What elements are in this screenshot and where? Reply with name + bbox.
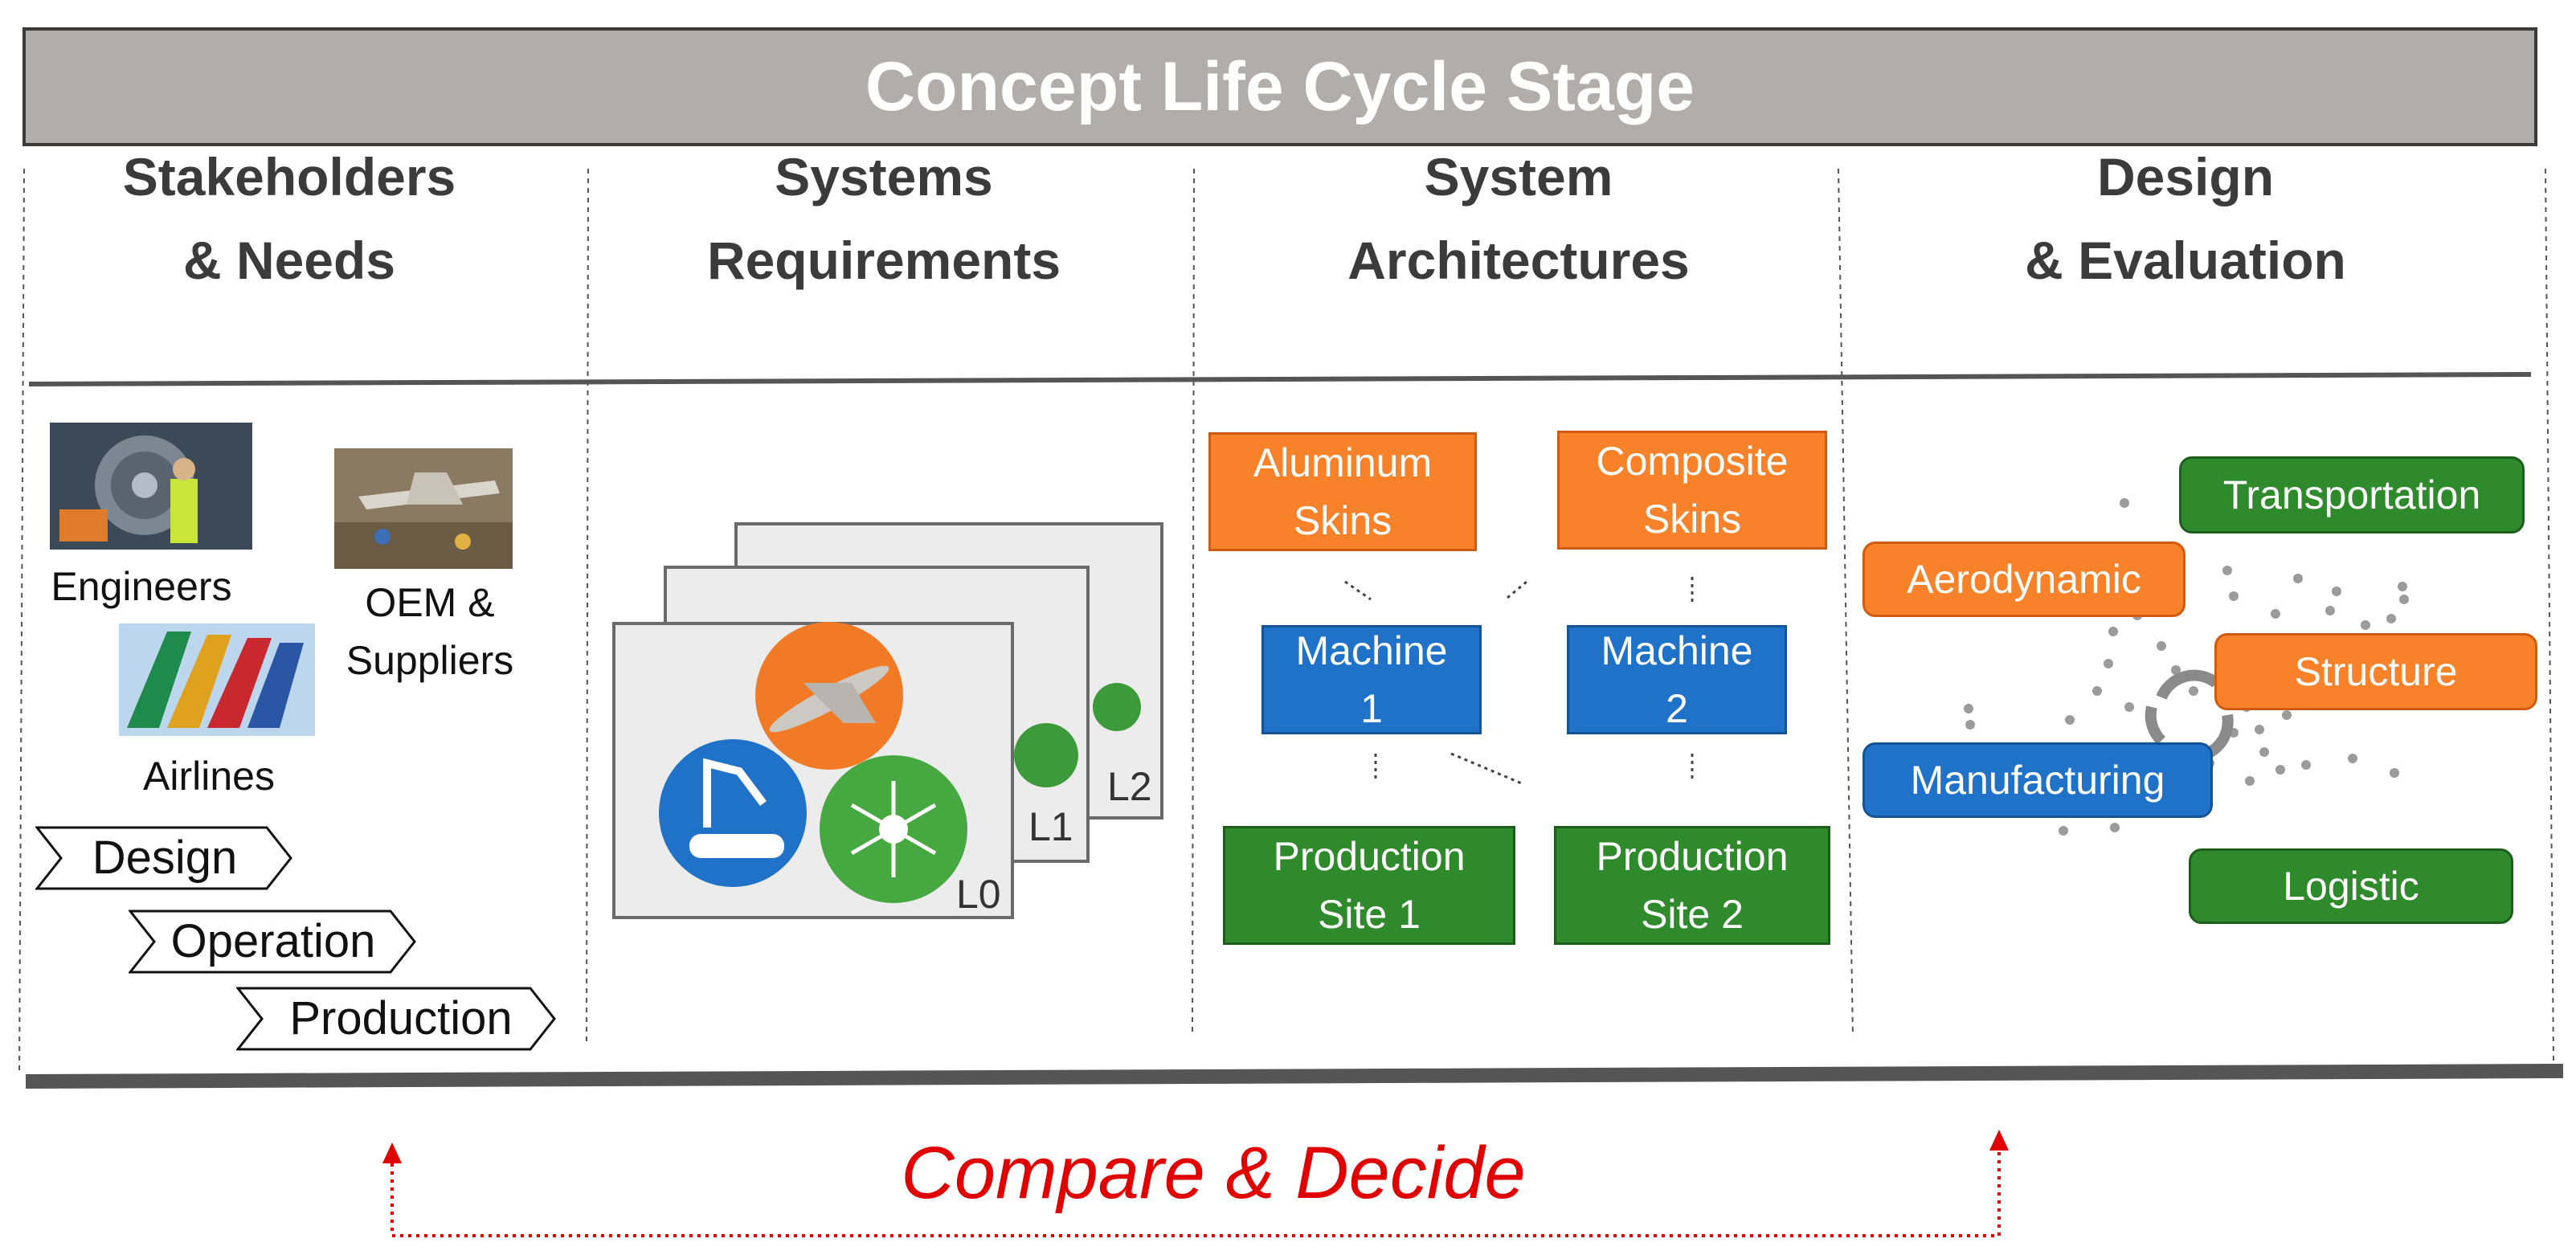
requirements-icons (659, 622, 1141, 903)
box-label: 1 (1360, 686, 1383, 731)
baseline-bar (25, 1064, 2564, 1089)
divider-2 (1192, 168, 1195, 1037)
oem-suppliers-photo (334, 448, 513, 569)
stage-title: Concept Life Cycle Stage (865, 47, 1695, 125)
box-label: 2 (1666, 686, 1688, 731)
aluminum-skins-box: Aluminum Skins (1208, 432, 1477, 551)
decision-arrowhead-left (382, 1143, 402, 1163)
production-site-2-box: Production Site 2 (1554, 826, 1830, 945)
heading-line: & Evaluation (2025, 231, 2346, 290)
column-heading-evaluation: Design & Evaluation (1928, 135, 2443, 302)
l1-node-icon (1014, 723, 1078, 787)
machine-2-box: Machine 2 (1567, 625, 1787, 734)
transportation-box: Transportation (2179, 456, 2525, 533)
network-node-icon (820, 755, 967, 903)
divider-left (18, 168, 25, 1076)
level-label-l1: L1 (1028, 804, 1073, 849)
box-label: Aerodynamic (1907, 557, 2141, 602)
l2-node-icon (1093, 683, 1141, 731)
heading-line: Requirements (706, 231, 1061, 290)
logistic-box: Logistic (2189, 848, 2513, 924)
chevron-shape (236, 987, 556, 1051)
decision-arrow-path (390, 1151, 2001, 1237)
machine-1-box: Machine 1 (1261, 625, 1482, 734)
box-label: Structure (2294, 649, 2458, 694)
manufacturing-robot-icon (659, 739, 807, 887)
engineers-label: Engineers (51, 564, 232, 609)
box-label: Machine (1601, 628, 1753, 673)
oem-label-line2: Suppliers (346, 638, 514, 683)
structure-box: Structure (2214, 633, 2537, 710)
divider-right (2545, 168, 2554, 1063)
connector-m1-site2 (1450, 752, 1524, 786)
box-label: Machine (1295, 628, 1448, 673)
column-heading-architectures: System Architectures (1253, 135, 1784, 302)
stage-title-banner: Concept Life Cycle Stage (22, 27, 2537, 146)
chevron-shape (129, 910, 416, 974)
chevron-label: Design (92, 832, 238, 884)
divider-3 (1838, 168, 1854, 1037)
production-site-1-box: Production Site 1 (1223, 826, 1515, 945)
level-label-l0: L0 (956, 872, 1001, 917)
airplane-icon (755, 622, 903, 770)
airlines-photo (119, 623, 315, 736)
heading-line: Architectures (1347, 231, 1690, 290)
heading-line: System (1424, 147, 1613, 206)
box-label: Composite (1596, 439, 1789, 484)
decision-arrowhead-right (1989, 1130, 2009, 1151)
oem-label-line1: OEM & (365, 580, 495, 625)
column-heading-stakeholders: Stakeholders & Needs (48, 135, 530, 302)
composite-skins-box: Composite Skins (1557, 431, 1827, 550)
heading-line: Design (2096, 147, 2275, 206)
production-chevron: Production (236, 987, 558, 1051)
heading-line: Stakeholders (122, 147, 456, 206)
manufacturing-box: Manufacturing (1862, 742, 2213, 818)
connector-al-m1 (1344, 580, 1372, 601)
box-label: Logistic (2283, 864, 2419, 909)
box-label: Manufacturing (1910, 758, 2165, 803)
heading-line: Systems (775, 147, 993, 206)
box-label: Site 2 (1641, 892, 1744, 937)
airlines-label: Airlines (143, 754, 275, 799)
box-label: Site 1 (1318, 892, 1421, 937)
aerodynamic-box: Aerodynamic (1862, 542, 2186, 617)
divider-1 (586, 168, 589, 1045)
box-label: Skins (1293, 498, 1392, 543)
box-label: Transportation (2222, 472, 2481, 517)
design-chevron: Design (35, 826, 294, 890)
box-label: Production (1273, 834, 1466, 879)
connector-comp-m1 (1507, 580, 1527, 599)
heading-line: & Needs (182, 231, 396, 290)
engineers-photo (50, 423, 252, 550)
chevron-label: Operation (170, 915, 376, 967)
level-label-l2: L2 (1107, 764, 1152, 809)
operation-chevron: Operation (129, 910, 418, 974)
chevron-shape (35, 826, 292, 890)
header-underline (28, 372, 2532, 386)
column-heading-requirements: Systems Requirements (627, 135, 1141, 302)
box-label: Aluminum (1253, 440, 1433, 485)
chevron-label: Production (289, 992, 513, 1044)
box-label: Skins (1642, 497, 1742, 542)
box-label: Production (1596, 834, 1789, 879)
compare-decide-label: Compare & Decide (901, 1132, 1526, 1214)
